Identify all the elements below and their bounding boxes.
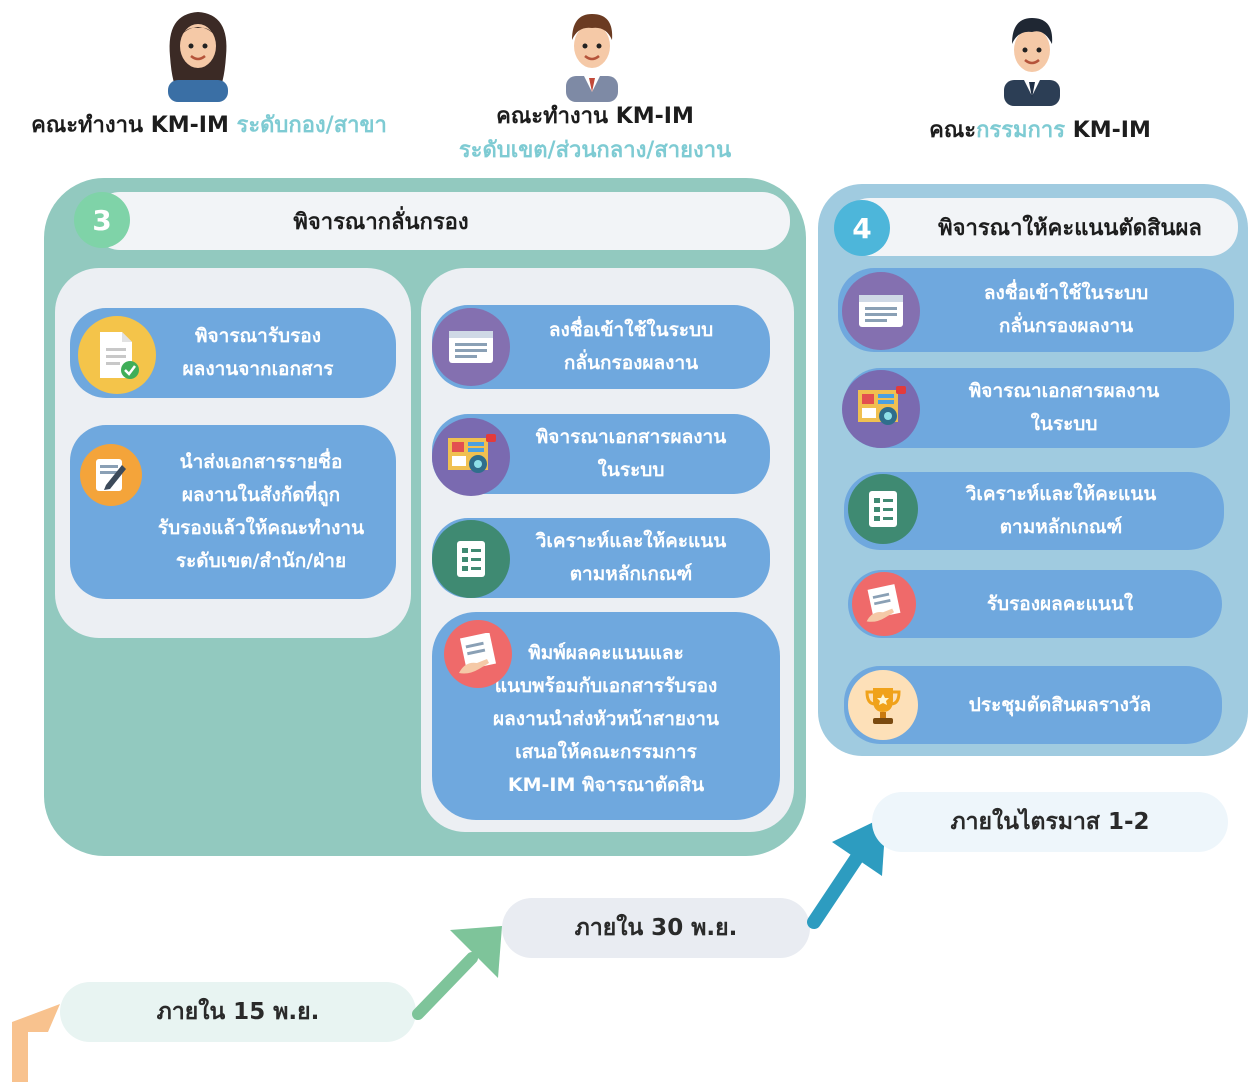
role-header-division-accent: ระดับกอง/สาขา xyxy=(236,113,387,138)
timeline-chip-2: ภายใน 30 พ.ย. xyxy=(502,898,810,958)
timeline-chip-1: ภายใน 15 พ.ย. xyxy=(60,982,416,1042)
document-edit-icon xyxy=(80,444,142,506)
step4-title: พิจารณาให้คะแนนตัดสินผล xyxy=(938,215,1202,241)
step3-title: พิจารณากลั่นกรอง xyxy=(293,209,469,235)
signing-hand-icon xyxy=(444,620,512,688)
step3-title-bar: พิจารณากลั่นกรอง xyxy=(92,192,790,250)
trophy-icon xyxy=(848,670,918,740)
role-header-committee-suffix: KM-IM xyxy=(1065,118,1151,143)
role-header-committee: คณะกรรมการ KM-IM xyxy=(900,116,1180,146)
browser-window-icon xyxy=(842,272,920,350)
checklist-icon xyxy=(848,474,918,544)
woman-avatar-icon xyxy=(168,12,228,102)
timeline-chip-3: ภายในไตรมาส 1-2 xyxy=(872,792,1228,852)
document-review-icon xyxy=(842,370,920,448)
man-suit-avatar-icon xyxy=(1004,18,1060,106)
role-header-committee-accent: กรรมการ xyxy=(976,118,1066,143)
role-header-division: คณะทำงาน KM-IM ระดับกอง/สาขา xyxy=(14,111,404,141)
document-review-icon xyxy=(432,418,510,496)
role-header-region: คณะทำงาน KM-IM ระดับเขต/ส่วนกลาง/สายงาน xyxy=(430,102,760,166)
signing-hand-icon xyxy=(852,572,916,636)
up-right-arrow-icon xyxy=(412,926,502,1020)
checklist-icon xyxy=(432,520,510,598)
step4-title-bar: พิจารณาให้คะแนนตัดสินผล xyxy=(842,198,1238,256)
browser-window-icon xyxy=(432,308,510,386)
document-check-icon xyxy=(78,316,156,394)
role-header-division-prefix: คณะทำงาน KM-IM xyxy=(31,113,237,138)
role-header-region-line2: ระดับเขต/ส่วนกลาง/สายงาน xyxy=(458,138,732,163)
man-vest-avatar-icon xyxy=(566,14,618,102)
step3-number-badge: 3 xyxy=(74,192,130,248)
step4-number-badge: 4 xyxy=(834,200,890,256)
up-right-arrow-icon xyxy=(12,1004,60,1082)
role-header-region-line1: คณะทำงาน KM-IM xyxy=(496,104,694,129)
role-header-committee-prefix: คณะ xyxy=(929,118,977,143)
